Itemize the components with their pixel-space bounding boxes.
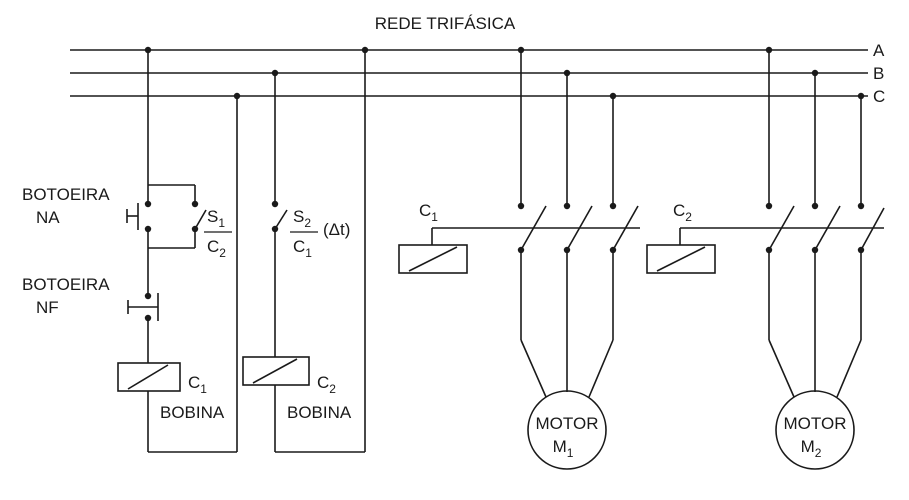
contactor-c1-coil bbox=[408, 246, 458, 272]
contact-terminal bbox=[144, 292, 152, 300]
coil-c2-name: C2 bbox=[317, 373, 336, 396]
phase-bus: A B C bbox=[70, 41, 885, 106]
pushbutton-nf-type: NF bbox=[36, 298, 59, 317]
contact-terminal bbox=[811, 202, 819, 210]
contact-terminal bbox=[609, 202, 617, 210]
coil-c1-symbol bbox=[117, 362, 181, 392]
s2-name: S2 bbox=[293, 207, 311, 230]
phase-c-label: C bbox=[873, 87, 885, 106]
motor-m1-symbol bbox=[527, 390, 607, 470]
motor-m2-id: M2 bbox=[801, 437, 822, 460]
coil-c1-label: BOBINA bbox=[160, 403, 225, 422]
motor-m1-label: MOTOR bbox=[536, 414, 599, 433]
control-circuit: BOTOEIRA NA BOTOEIRA NF S1 C2 S2 C1 (Δt)… bbox=[22, 46, 369, 453]
power-wire bbox=[836, 339, 862, 398]
contact-terminal bbox=[563, 202, 571, 210]
power-wire bbox=[768, 339, 795, 398]
power-circuit-1: C1 MOTOR M1 bbox=[398, 46, 640, 470]
power-wire bbox=[588, 339, 614, 398]
coil-c2-symbol bbox=[242, 356, 310, 386]
coil-c2-symbol bbox=[252, 358, 298, 384]
pushbutton-na-type: NA bbox=[36, 208, 60, 227]
contact-terminal bbox=[191, 200, 199, 208]
power-wire bbox=[520, 339, 547, 398]
junction-dot bbox=[233, 92, 241, 100]
contact-terminal bbox=[517, 202, 525, 210]
diagram-title: REDE TRIFÁSICA bbox=[375, 14, 516, 33]
contact-terminal bbox=[144, 200, 152, 208]
junction-dot bbox=[361, 46, 369, 54]
contactor-c1-coil bbox=[398, 244, 468, 274]
motor-m2-label: MOTOR bbox=[784, 414, 847, 433]
pushbutton-na-label: BOTOEIRA bbox=[22, 185, 110, 204]
contact-terminal bbox=[857, 202, 865, 210]
motor-m1-id: M1 bbox=[553, 437, 574, 460]
s2-interlock: C1 bbox=[293, 237, 312, 260]
s2-time-delay: (Δt) bbox=[323, 220, 350, 239]
contact-terminal bbox=[271, 200, 279, 208]
s1-contact-blade bbox=[194, 209, 207, 230]
s1-name: S1 bbox=[207, 207, 225, 230]
contactor-c2-coil bbox=[656, 246, 706, 272]
motor-m2-symbol bbox=[775, 390, 855, 470]
coil-c1-name: C1 bbox=[188, 373, 207, 396]
power-circuit-2: C2 MOTOR M2 bbox=[646, 46, 885, 470]
phase-b-label: B bbox=[873, 64, 884, 83]
coil-c1-symbol bbox=[127, 364, 169, 390]
pushbutton-nf-label: BOTOEIRA bbox=[22, 275, 110, 294]
phase-a-label: A bbox=[873, 41, 885, 60]
s2-contact-blade bbox=[274, 209, 288, 230]
contactor-c2-name: C2 bbox=[673, 201, 692, 224]
contactor-c2-coil bbox=[646, 244, 716, 274]
coil-c2-label: BOBINA bbox=[287, 403, 352, 422]
contactor-c1-name: C1 bbox=[419, 201, 438, 224]
s1-interlock: C2 bbox=[207, 237, 226, 260]
contact-terminal bbox=[765, 202, 773, 210]
contactor-c2-blade bbox=[860, 207, 885, 251]
